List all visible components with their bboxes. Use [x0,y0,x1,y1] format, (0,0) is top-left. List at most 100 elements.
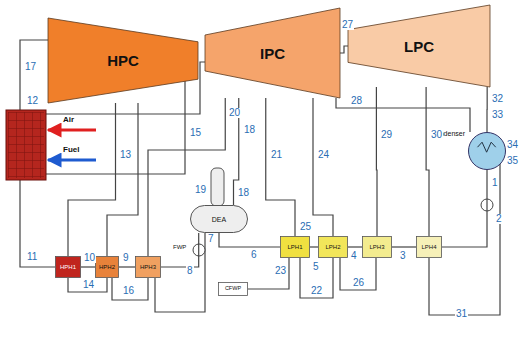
fuel-arrow [48,159,96,162]
turbine-shape [348,5,490,87]
callout-number: 22 [310,286,323,296]
node-label: HPH2 [99,264,115,270]
node-label: IPC [260,46,285,61]
callout-number: 15 [189,128,202,138]
callout-number: 14 [82,280,95,290]
callout-number: 19 [194,185,207,195]
pipe-connector [266,98,295,236]
callout-number: 3 [399,251,407,261]
turbine: IPC [205,8,340,98]
condenser-coil [478,142,496,152]
callout-number: 24 [317,150,330,160]
deaerator-column [211,168,224,206]
pipe-connector [310,246,318,247]
pipe-connector [81,266,95,267]
node-label: CFWP [225,286,241,292]
heater-box: HPH3 [135,256,161,278]
pipe-connector [313,98,333,236]
callout-number: 32 [491,94,504,104]
main-steam-line [20,40,48,110]
node-label: HPH1 [60,264,76,270]
pipe-connector [376,87,378,236]
boiler [6,110,46,180]
box-shape [96,257,119,278]
heater-box: LPH3 [362,236,392,258]
node-label: LPH2 [325,244,340,250]
component-label: FWP [172,244,187,250]
callout-number: 7 [207,234,215,244]
node-label: LPH3 [369,244,384,250]
drain-line [155,233,205,312]
node-label: LPH4 [421,244,436,250]
condenser: Condenser [468,132,506,170]
callout-number: 21 [270,150,283,160]
callout-number: 4 [350,251,358,261]
deaerator-tank: DEA [190,205,248,233]
node-label: HPH3 [140,264,156,270]
callout-number: 18 [243,125,256,135]
heater-box: LPH1 [280,236,310,258]
feedwater-line [20,180,55,267]
heater-box: LPH4 [416,236,442,258]
box-shape [319,237,348,258]
box-shape [281,237,310,258]
box-shape [219,283,248,296]
boiler-tubes [8,112,44,178]
node-label: HPC [107,53,139,68]
callout-number: 5 [312,262,320,272]
callout-number: 28 [350,96,363,106]
component-label: Air [62,116,75,124]
node-label: LPC [404,39,434,54]
box-shape [417,237,442,258]
callout-number: 2 [495,214,503,224]
box-shape [363,237,392,258]
callout-number: 11 [26,252,38,262]
air-arrow [48,129,96,132]
heater-box: LPH2 [318,236,348,258]
callout-number: 12 [26,96,39,106]
callout-number: 6 [250,250,258,260]
pipe-connector [107,103,138,256]
drain-line [68,278,107,292]
pipe-connector [392,246,416,247]
callout-number: 1 [491,178,499,188]
turbine-shape [48,18,198,103]
callout-number: 17 [24,62,37,72]
drain-line [340,258,376,290]
pipe-connector [486,87,487,132]
pipe-connector [348,246,362,247]
callout-number: 13 [119,150,132,160]
box-shape [56,257,81,278]
pipe-connector [426,87,429,236]
callout-number: 16 [122,286,135,296]
condenser-shell [469,133,506,170]
component-label: Fuel [62,146,80,154]
callout-number: 10 [83,253,96,263]
pipe-connector [442,170,487,247]
callout-number: 27 [341,20,354,30]
callout-number: 33 [491,110,504,120]
turbine: LPC [348,5,490,87]
node-label: LPH1 [287,244,302,250]
callout-number: 23 [274,266,287,276]
turbine: HPC [48,18,198,103]
callout-number: 18 [237,188,250,198]
callout-number: 8 [186,266,194,276]
pipe-connector [340,46,348,53]
tank-shape [191,206,248,233]
pipe-connector [219,233,280,247]
drain-line [112,278,148,300]
callout-number: 20 [228,108,241,118]
callout-number: 31 [455,309,468,319]
pipe-connector [68,103,116,256]
pipe-connector [119,266,135,267]
box-shape [136,257,161,278]
pipe-connector [161,233,199,267]
heater-box: HPH2 [95,256,119,278]
node-outline [468,132,506,170]
callout-number: 34 [506,140,519,150]
callout-number: 25 [299,222,312,232]
callout-number: 9 [122,253,130,263]
pump-box: CFWP [218,282,248,296]
